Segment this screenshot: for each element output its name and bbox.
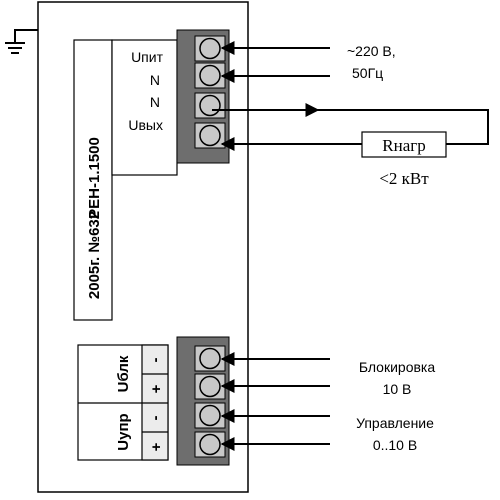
block-input-voltage: 10 В: [383, 381, 412, 397]
label-uupr: Uупр: [115, 413, 132, 450]
device-model: РЕН-1.1500: [86, 137, 103, 219]
nameplate: [73, 39, 113, 321]
label-upit: Uпит: [131, 49, 164, 65]
label-n2: N: [150, 94, 160, 110]
device-serial: 2005г. №632: [86, 211, 103, 299]
load-wire-right: [318, 109, 489, 145]
sign-block-minus: -: [147, 358, 164, 363]
screw-6[interactable]: [194, 373, 226, 400]
sign-block-plus: +: [148, 384, 165, 393]
load-resistor: [361, 131, 447, 158]
block-input-label: Блокировка: [359, 359, 436, 375]
control-input-range: 0..10 В: [373, 437, 417, 453]
screw-4[interactable]: [194, 122, 226, 149]
power-label-box: [111, 39, 178, 176]
screw-2[interactable]: [194, 62, 226, 89]
supply-text-1: ~220 В,: [347, 43, 396, 59]
control-label-grid: [77, 344, 169, 461]
screw-7[interactable]: [194, 402, 226, 429]
sign-control-plus: +: [148, 442, 165, 451]
label-ublk: Uблк: [115, 355, 132, 392]
sign-control-minus: -: [147, 416, 164, 421]
supply-text-2: 50Гц: [352, 65, 383, 81]
label-uvyh: Uвых: [128, 117, 163, 133]
screw-8[interactable]: [194, 431, 226, 458]
power-terminal-block: [176, 29, 230, 164]
screw-3[interactable]: [194, 92, 226, 119]
screw-1[interactable]: [194, 35, 226, 62]
control-input-label: Управление: [356, 415, 434, 431]
screw-5[interactable]: [194, 345, 226, 372]
resistor-label: Rнагр: [382, 136, 425, 155]
label-n1: N: [150, 72, 160, 88]
load-power-limit: <2 кВт: [379, 169, 429, 188]
control-terminal-block: [176, 336, 230, 466]
